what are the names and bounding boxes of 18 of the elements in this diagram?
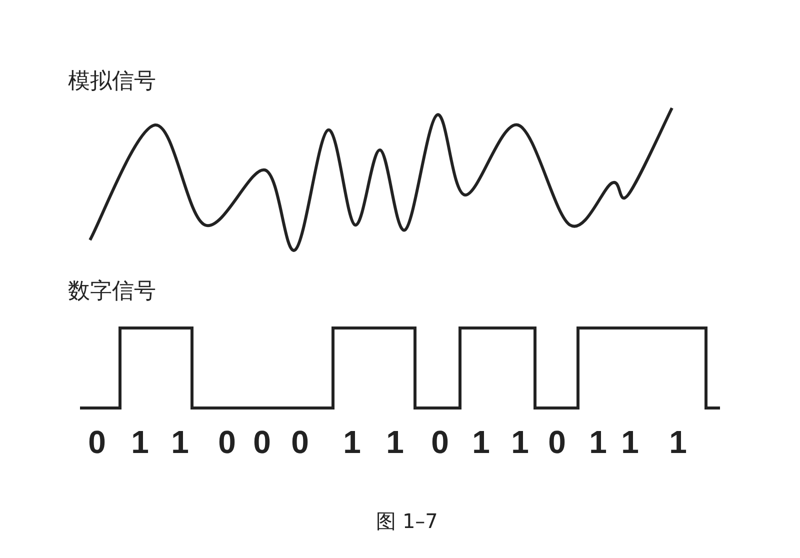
bit-value: 0 (88, 424, 106, 461)
bit-value: 0 (218, 424, 236, 461)
bit-value: 1 (386, 424, 404, 461)
bit-value: 0 (253, 424, 271, 461)
bit-value: 0 (548, 424, 566, 461)
bit-value: 1 (511, 424, 529, 461)
bit-value: 0 (291, 424, 309, 461)
bit-value: 1 (171, 424, 189, 461)
bit-value: 1 (669, 424, 687, 461)
figure-caption: 图 1–7 (376, 508, 438, 535)
bit-value: 1 (589, 424, 607, 461)
bit-value: 1 (131, 424, 149, 461)
bit-value: 1 (472, 424, 490, 461)
bit-value: 1 (621, 424, 639, 461)
signal-type-label: 数字信号 (68, 278, 156, 306)
bit-value: 1 (343, 424, 361, 461)
signal-type-label: 模拟信号 (68, 68, 156, 96)
bit-value: 0 (431, 424, 449, 461)
